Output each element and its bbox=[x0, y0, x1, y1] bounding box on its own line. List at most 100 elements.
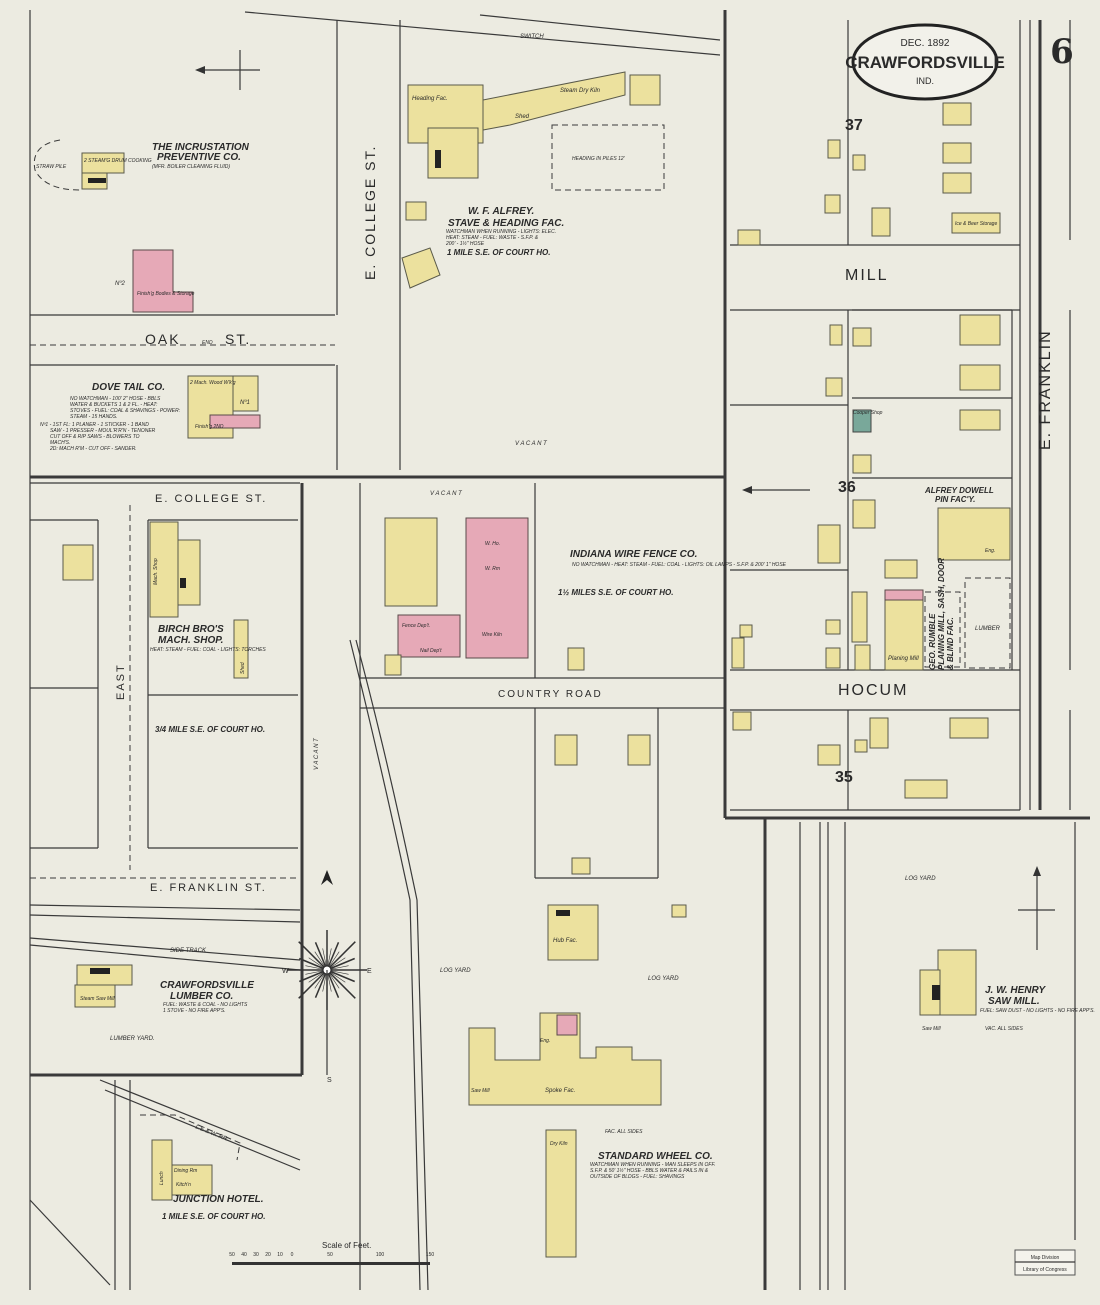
svg-text:Steam Saw Mill: Steam Saw Mill bbox=[80, 996, 115, 1002]
svg-text:CUT OFF & RIP SAWS - BLOWERS T: CUT OFF & RIP SAWS - BLOWERS TO bbox=[50, 434, 140, 440]
compass-ray bbox=[326, 969, 356, 999]
street-east: EAST bbox=[115, 663, 127, 700]
svg-text:STOVES - FUEL: COAL & SHAVINGS: STOVES - FUEL: COAL & SHAVINGS - POWER: bbox=[70, 408, 181, 414]
compass-ray bbox=[326, 957, 355, 971]
svg-text:W. Rm: W. Rm bbox=[485, 566, 500, 572]
svg-text:THE INCRUSTATION: THE INCRUSTATION bbox=[152, 142, 250, 153]
svg-text:2 STEAM'G DRUM COOKING: 2 STEAM'G DRUM COOKING bbox=[83, 158, 152, 164]
svg-text:STRAW PILE: STRAW PILE bbox=[36, 164, 67, 170]
svg-text:Shed: Shed bbox=[240, 662, 246, 674]
svg-text:W. Ho.: W. Ho. bbox=[485, 541, 500, 547]
svg-text:Kitch'n: Kitch'n bbox=[176, 1182, 191, 1188]
scale-tick-label: 40 bbox=[241, 1252, 247, 1258]
compass-ray bbox=[298, 969, 328, 999]
svg-text:Nº1: Nº1 bbox=[240, 399, 250, 406]
label-lake-erie: L.E.& W. RR. bbox=[194, 1124, 229, 1143]
svg-text:NO WATCHMAN - HEAT: STEAM - FU: NO WATCHMAN - HEAT: STEAM - FUEL: COAL -… bbox=[572, 562, 787, 568]
svg-text:PREVENTIVE CO.: PREVENTIVE CO. bbox=[157, 152, 241, 163]
label-log-yard-2: LOG YARD bbox=[648, 976, 679, 982]
svg-text:INDIANA WIRE FENCE CO.: INDIANA WIRE FENCE CO. bbox=[570, 549, 697, 560]
svg-text:Nail Dep't: Nail Dep't bbox=[420, 648, 442, 654]
label-lumber-yard: LUMBER YARD. bbox=[110, 1036, 155, 1042]
street-country-road: COUNTRY ROAD bbox=[498, 689, 603, 700]
svg-text:Saw Mill: Saw Mill bbox=[471, 1088, 491, 1094]
scale-tick-label: 150 bbox=[426, 1252, 435, 1258]
compass-ray bbox=[326, 969, 355, 983]
svg-text:BIRCH BRO'S: BIRCH BRO'S bbox=[158, 624, 224, 635]
alfrey-dowell-pin-fac: ALFREY DOWELL PIN FAC'Y. Eng. bbox=[924, 486, 995, 554]
svg-text:HEAT: STEAM - FUEL: WASTE - S.: HEAT: STEAM - FUEL: WASTE - S.F.P. & bbox=[446, 235, 539, 241]
svg-text:DOVE TAIL CO.: DOVE TAIL CO. bbox=[92, 382, 165, 393]
crawfordsville-lumber-co: CRAWFORDSVILLE LUMBER CO. FUEL: WASTE & … bbox=[80, 980, 254, 1014]
svg-text:Finish'g 2ND: Finish'g 2ND bbox=[195, 424, 224, 430]
svg-text:Spoke Fac.: Spoke Fac. bbox=[545, 1088, 575, 1094]
svg-text:WATCHMAN WHEN RUNNING - LIGHTS: WATCHMAN WHEN RUNNING - LIGHTS: ELEC. bbox=[446, 229, 556, 235]
svg-text:FUEL: SAW DUST - NO LIGHTS - N: FUEL: SAW DUST - NO LIGHTS - NO FIRE APP… bbox=[980, 1008, 1095, 1014]
svg-text:PLANING MILL, SASH, DOOR: PLANING MILL, SASH, DOOR bbox=[937, 558, 946, 670]
block-37: 37 bbox=[845, 117, 863, 134]
svg-text:W: W bbox=[282, 968, 289, 975]
scale-tick-label: 50 bbox=[229, 1252, 235, 1258]
svg-text:MACH. SHOP.: MACH. SHOP. bbox=[158, 635, 223, 646]
svg-text:1½ MILES S.E. OF COURT HO.: 1½ MILES S.E. OF COURT HO. bbox=[558, 588, 673, 597]
street-e-college: E. COLLEGE ST. bbox=[155, 493, 267, 505]
sheet-number: 6 bbox=[1050, 32, 1074, 72]
svg-text:Eng.: Eng. bbox=[540, 1038, 550, 1044]
svg-text:NO WATCHMAN - 100' 2" HOSE - B: NO WATCHMAN - 100' 2" HOSE - BBLS bbox=[70, 396, 161, 402]
svg-text:1 STOVE - NO FIRE APP'S.: 1 STOVE - NO FIRE APP'S. bbox=[163, 1008, 226, 1014]
svg-text:Wire Kiln: Wire Kiln bbox=[482, 632, 502, 638]
street-e-franklin-st: E. FRANKLIN ST. bbox=[150, 882, 267, 894]
svg-text:LUMBER CO.: LUMBER CO. bbox=[170, 991, 233, 1002]
svg-text:Saw Mill: Saw Mill bbox=[922, 1026, 942, 1032]
heading-piles bbox=[551, 124, 665, 191]
svg-text:STANDARD WHEEL CO.: STANDARD WHEEL CO. bbox=[598, 1151, 713, 1162]
geo-rumble-planing-mill: GEO. RUMBLE PLANING MILL, SASH, DOOR & B… bbox=[853, 410, 955, 670]
svg-text:GEO. RUMBLE: GEO. RUMBLE bbox=[928, 613, 937, 670]
svg-text:WATCHMAN WHEN RUNNING - MAN SL: WATCHMAN WHEN RUNNING - MAN SLEEPS IN OF… bbox=[590, 1162, 715, 1168]
svg-text:SAW - 1 PRESSER - MOUL'R'R'N -: SAW - 1 PRESSER - MOUL'R'R'N - TENONER bbox=[50, 428, 156, 434]
svg-text:ALFREY DOWELL: ALFREY DOWELL bbox=[924, 486, 994, 495]
label-log-yard-3: LOG YARD bbox=[905, 876, 936, 882]
svg-text:200' - 1½" HOSE: 200' - 1½" HOSE bbox=[445, 240, 485, 247]
svg-text:Steam Dry Kiln: Steam Dry Kiln bbox=[560, 88, 601, 94]
street-oak-st: ST. bbox=[225, 331, 251, 347]
scale-tick-label: 100 bbox=[376, 1252, 385, 1258]
svg-text:VAC. ALL SIDES: VAC. ALL SIDES bbox=[985, 1026, 1023, 1032]
svg-text:HEAT: STEAM - FUEL: COAL - LIG: HEAT: STEAM - FUEL: COAL - LIGHTS: TORCH… bbox=[150, 647, 266, 653]
street-hocum: HOCUM bbox=[838, 682, 908, 699]
buildings bbox=[62, 71, 1011, 1258]
svg-text:HEADING IN PILES 12': HEADING IN PILES 12' bbox=[572, 156, 626, 162]
compass-ray bbox=[298, 941, 328, 971]
svg-text:Dry Kiln: Dry Kiln bbox=[550, 1141, 568, 1147]
label-switch: SWITCH bbox=[520, 34, 544, 40]
compass-rose-icon: W E S bbox=[282, 870, 372, 1084]
svg-text:PIN FAC'Y.: PIN FAC'Y. bbox=[935, 495, 975, 504]
street-oak-end: END bbox=[202, 340, 213, 346]
library-of-congress-stamp: Map Division Library of Congress bbox=[1014, 1249, 1076, 1276]
svg-text:Fence Dep't.: Fence Dep't. bbox=[402, 623, 430, 629]
svg-text:Map Division: Map Division bbox=[1031, 1255, 1060, 1261]
svg-text:SAW MILL.: SAW MILL. bbox=[988, 996, 1040, 1007]
svg-text:WATER & BUCKETS 1 & 2 FL. - HE: WATER & BUCKETS 1 & 2 FL. - HEAT: bbox=[70, 402, 158, 408]
compass-ray bbox=[326, 941, 356, 971]
block-36: 36 bbox=[838, 479, 856, 496]
scale-tick-label: 30 bbox=[253, 1252, 259, 1258]
street-e-franklin: E. FRANKLIN bbox=[1037, 329, 1054, 450]
svg-text:Mach. Shop: Mach. Shop bbox=[153, 558, 159, 585]
svg-text:W. F. ALFREY.: W. F. ALFREY. bbox=[468, 206, 534, 217]
svg-text:(MFR. BOILER CLEANING FLUID): (MFR. BOILER CLEANING FLUID) bbox=[152, 164, 230, 170]
svg-text:FAC. ALL SIDES: FAC. ALL SIDES bbox=[605, 1129, 643, 1135]
svg-text:2D: MACH R'M - CUT OFF - SANDE: 2D: MACH R'M - CUT OFF - SANDER. bbox=[49, 446, 137, 452]
svg-text:STAVE & HEADING FAC.: STAVE & HEADING FAC. bbox=[448, 218, 564, 229]
block-35: 35 bbox=[835, 769, 853, 786]
street-mill: MILL bbox=[845, 267, 889, 284]
svg-text:J. W. HENRY: J. W. HENRY bbox=[985, 985, 1047, 996]
label-lumber: LUMBER bbox=[975, 626, 1001, 632]
label-vacant-2: V A C A N T bbox=[430, 491, 463, 497]
street-e-college-vertical: E. COLLEGE ST. bbox=[362, 145, 378, 280]
svg-text:OUTSIDE OF BLDGS - FUEL: SHAVI: OUTSIDE OF BLDGS - FUEL: SHAVINGS bbox=[590, 1174, 685, 1180]
incrustation-co: THE INCRUSTATION PREVENTIVE CO. (MFR. BO… bbox=[36, 142, 250, 170]
svg-text:Eng.: Eng. bbox=[985, 548, 995, 554]
street-oak: OAK bbox=[145, 331, 181, 347]
